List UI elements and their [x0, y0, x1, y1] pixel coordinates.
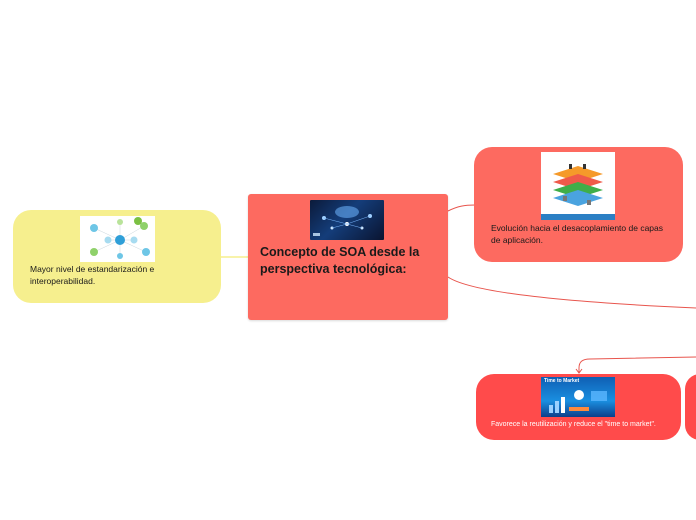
connector-bottom — [578, 356, 696, 373]
network-diagram-icon — [90, 217, 150, 259]
topic-decoupling[interactable]: Evolución hacia el desacoplamiento de ca… — [474, 147, 683, 262]
layered-platform-image — [541, 152, 615, 220]
topic-reuse[interactable]: Time to Market Favorece la reutilización… — [476, 374, 681, 440]
time-to-market-icon — [549, 390, 607, 413]
connector-right — [447, 276, 696, 309]
time-to-market-image: Time to Market — [541, 377, 615, 417]
topic-text: Favorece la reutilización y reduce el "t… — [491, 421, 656, 428]
connector-arrow — [575, 368, 583, 374]
layered-platform-icon — [541, 164, 615, 220]
central-title: Concepto de SOA desde la perspectiva tec… — [260, 245, 420, 276]
topic-offscreen-edge[interactable] — [685, 374, 696, 440]
topic-standardization[interactable]: Mayor nivel de estandarización e interop… — [13, 210, 221, 303]
network-diagram-image — [80, 216, 155, 262]
soa-cloud-icon — [313, 206, 372, 236]
connector-top — [447, 204, 476, 212]
soa-cloud-image — [310, 200, 384, 240]
image-caption: Time to Market — [544, 378, 580, 384]
central-topic[interactable]: Concepto de SOA desde la perspectiva tec… — [248, 194, 448, 320]
topic-text: Evolución hacia el desacoplamiento de ca… — [491, 223, 664, 245]
topic-text: Mayor nivel de estandarización e interop… — [30, 264, 155, 286]
